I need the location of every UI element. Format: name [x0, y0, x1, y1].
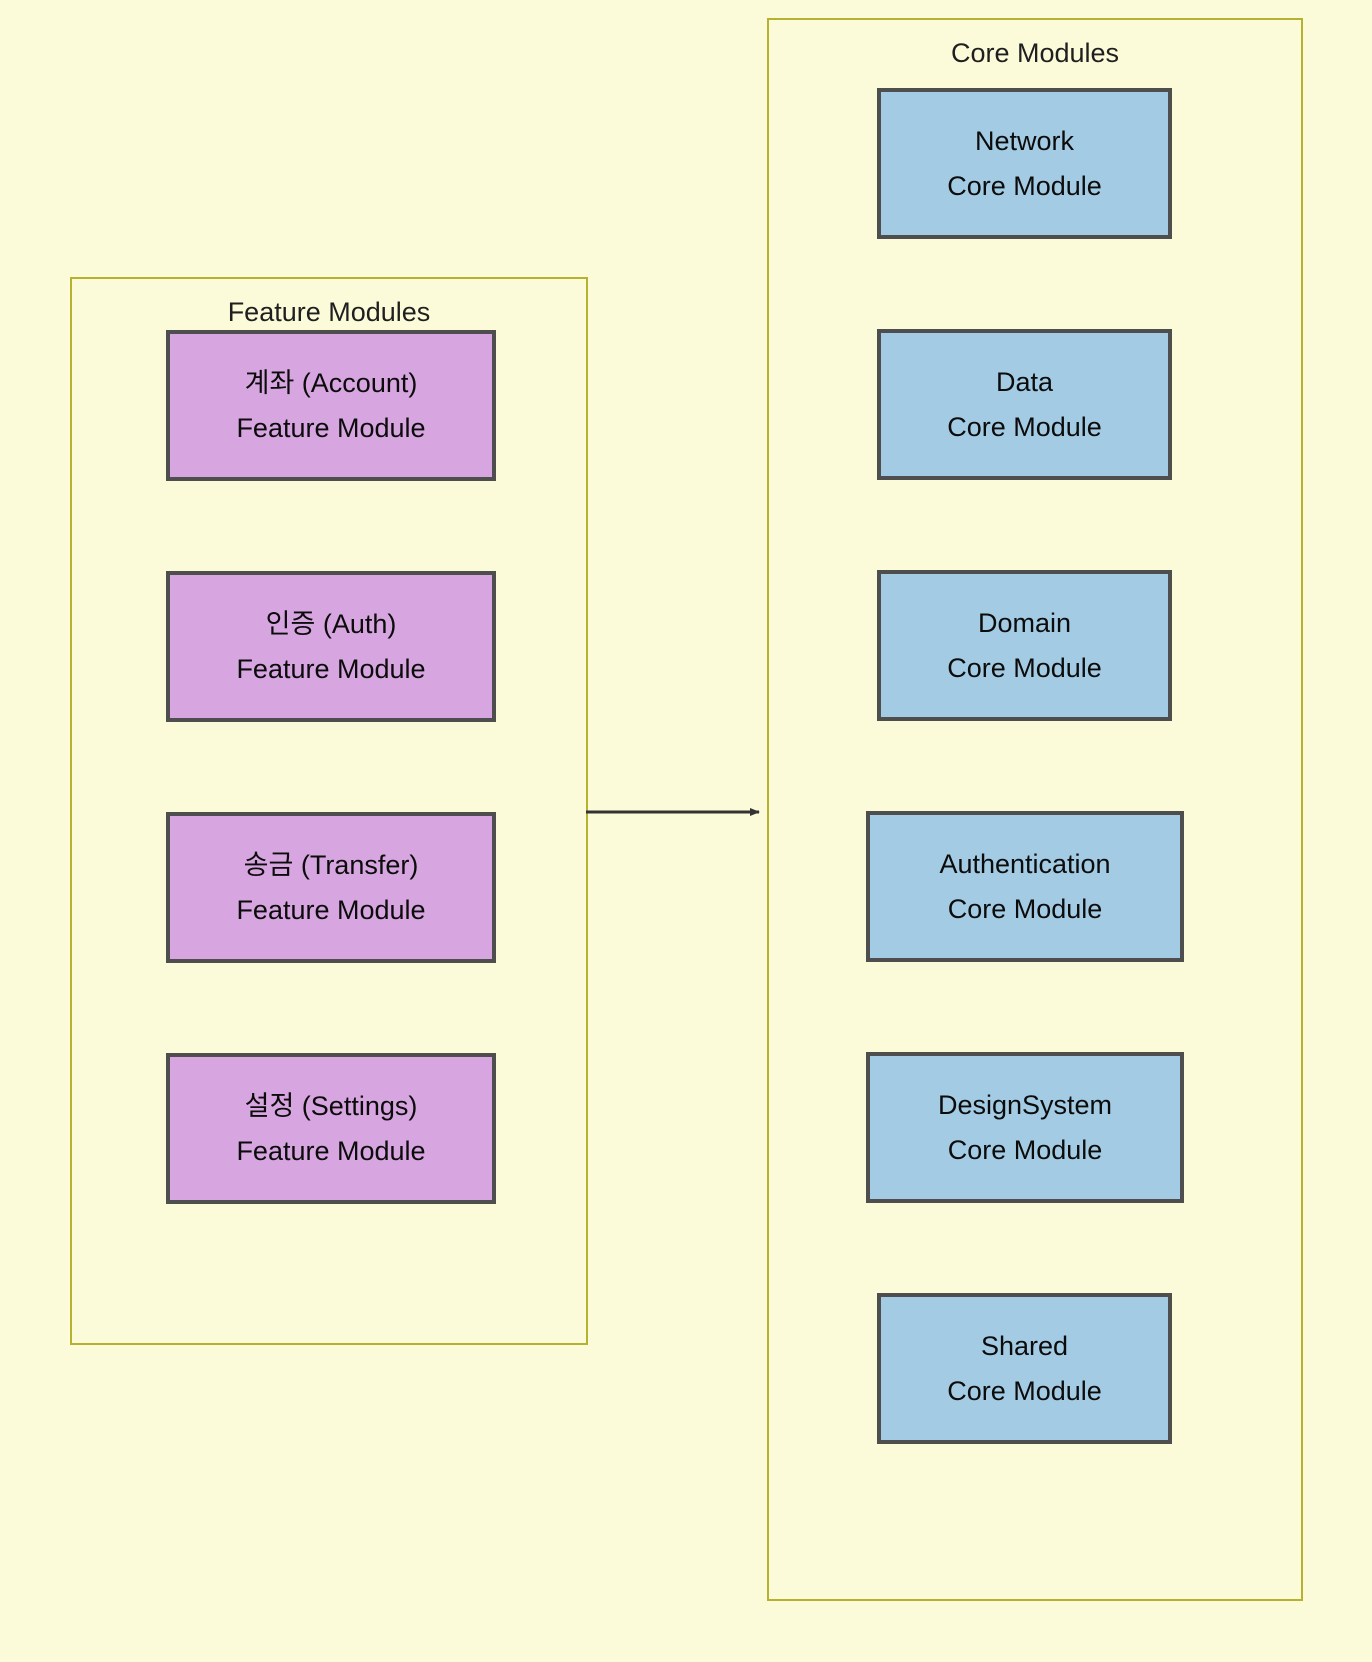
node-auth-title: 인증 (Auth) — [265, 608, 397, 639]
node-designsystem-title: DesignSystem — [937, 1089, 1113, 1120]
node-shared-subtitle: Core Module — [947, 1375, 1102, 1406]
node-domain-subtitle: Core Module — [947, 652, 1102, 683]
node-data-title: Data — [995, 366, 1054, 397]
node-network-title: Network — [974, 125, 1075, 156]
node-shared-title: Shared — [980, 1330, 1069, 1361]
node-authentication[interactable]: Authentication Core Module — [866, 811, 1184, 962]
node-authentication-subtitle: Core Module — [947, 893, 1103, 924]
node-shared[interactable]: Shared Core Module — [877, 1293, 1172, 1444]
node-account-subtitle: Feature Module — [236, 412, 426, 443]
node-auth-subtitle: Feature Module — [236, 653, 426, 684]
node-settings[interactable]: 설정 (Settings) Feature Module — [166, 1053, 496, 1204]
node-transfer-subtitle: Feature Module — [236, 894, 426, 925]
node-account[interactable]: 계좌 (Account) Feature Module — [166, 330, 496, 481]
node-network[interactable]: Network Core Module — [877, 88, 1172, 239]
node-network-subtitle: Core Module — [947, 170, 1102, 201]
node-designsystem-subtitle: Core Module — [947, 1134, 1103, 1165]
node-data[interactable]: Data Core Module — [877, 329, 1172, 480]
node-designsystem[interactable]: DesignSystem Core Module — [866, 1052, 1184, 1203]
node-domain-title: Domain — [977, 607, 1072, 638]
node-data-subtitle: Core Module — [947, 411, 1102, 442]
node-transfer-title: 송금 (Transfer) — [243, 849, 419, 880]
group-title-feature-modules: Feature Modules — [227, 297, 431, 327]
node-domain[interactable]: Domain Core Module — [877, 570, 1172, 721]
node-account-title: 계좌 (Account) — [244, 367, 418, 398]
node-authentication-title: Authentication — [939, 848, 1111, 879]
node-settings-subtitle: Feature Module — [236, 1135, 426, 1166]
group-title-core-modules: Core Modules — [950, 38, 1120, 68]
edge-feature-modules-to-core-modules — [586, 808, 760, 816]
node-transfer[interactable]: 송금 (Transfer) Feature Module — [166, 812, 496, 963]
node-settings-title: 설정 (Settings) — [244, 1090, 418, 1121]
node-auth[interactable]: 인증 (Auth) Feature Module — [166, 571, 496, 722]
